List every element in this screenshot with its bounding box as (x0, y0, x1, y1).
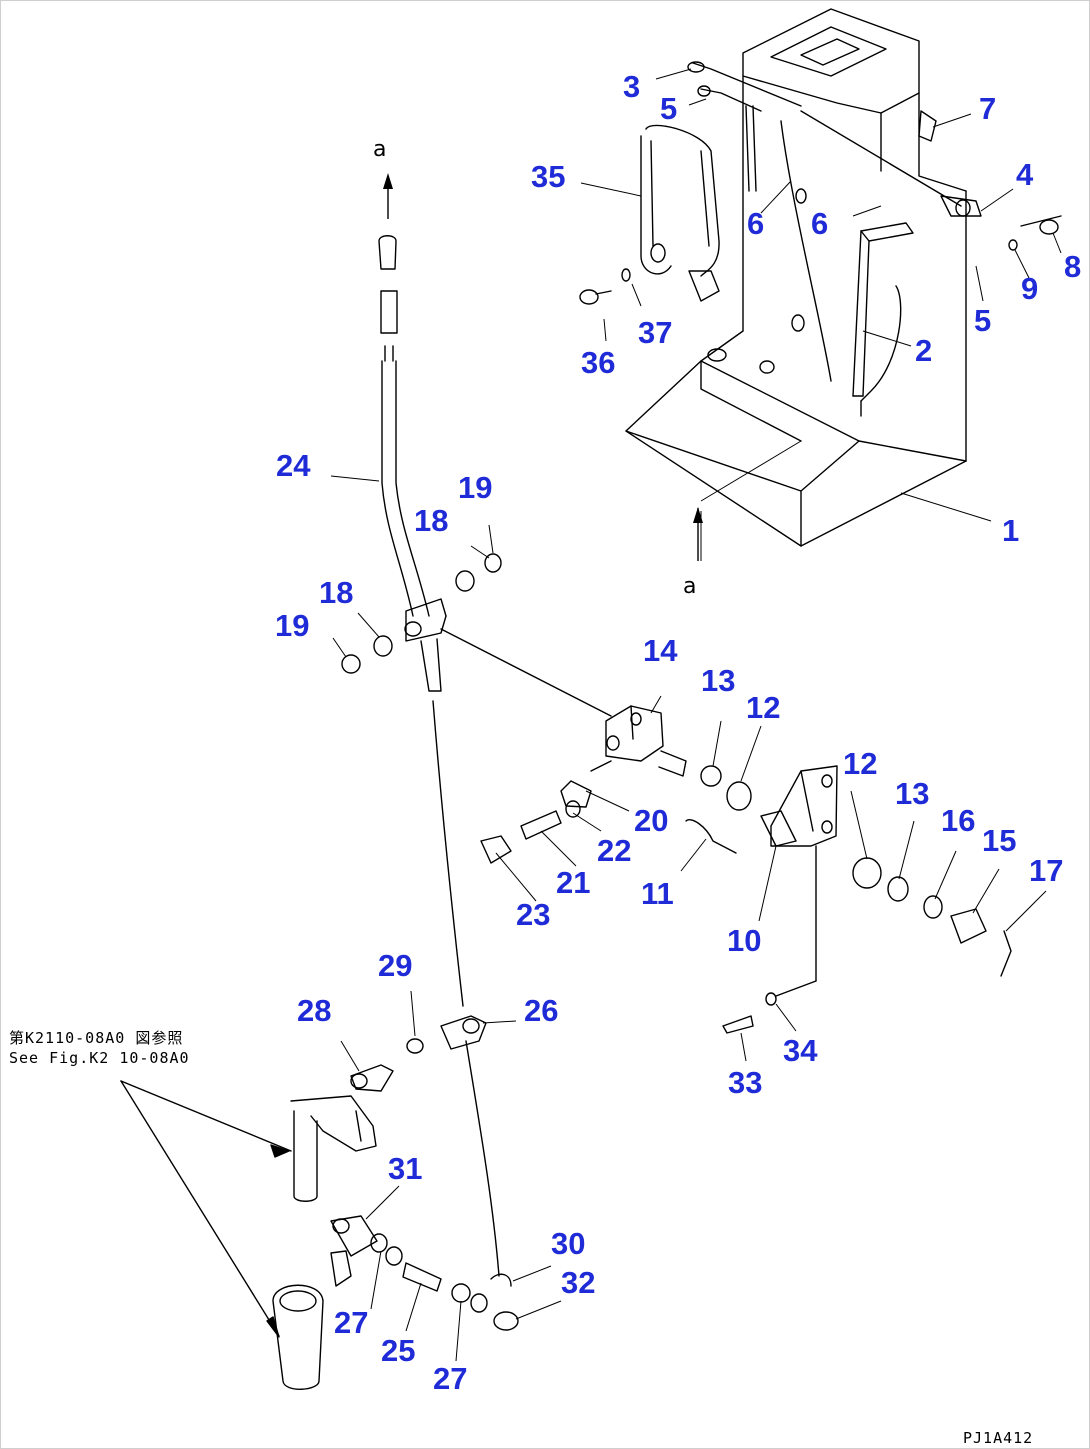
console-housing (625, 8, 967, 547)
leaders-low (340, 990, 562, 1362)
callout-2: 2 (915, 333, 932, 368)
callout-1: 1 (1002, 513, 1019, 548)
handle-2 (852, 222, 914, 397)
reference-en: See Fig.K2 10-08A0 (9, 1049, 190, 1067)
bracket-14 (440, 628, 752, 864)
callout-18-lower: 18 (319, 575, 353, 610)
lever-24 (378, 235, 464, 1007)
callout-14: 14 (643, 633, 678, 668)
callout-16: 16 (941, 803, 975, 838)
callout-13-left: 13 (701, 663, 735, 698)
callout-18-upper: 18 (414, 503, 448, 538)
callout-17: 17 (1029, 853, 1063, 888)
callout-27-bottom: 27 (433, 1361, 467, 1396)
callout-5-top: 5 (660, 91, 677, 126)
callout-4: 4 (1016, 157, 1034, 192)
pins-top (579, 61, 1062, 305)
callout-20: 20 (634, 803, 668, 838)
callout-19-upper: 19 (458, 470, 492, 505)
callout-22: 22 (597, 833, 631, 868)
callout-11: 11 (641, 876, 674, 911)
callout-31: 31 (388, 1151, 422, 1186)
callout-33: 33 (728, 1065, 762, 1100)
nuts-18-19 (341, 553, 502, 674)
callout-10: 10 (727, 923, 761, 958)
callout-13-right: 13 (895, 776, 929, 811)
callout-6-right: 6 (811, 206, 828, 241)
lower-linkage (120, 1015, 519, 1390)
callout-36: 36 (581, 345, 615, 380)
callout-28: 28 (297, 993, 331, 1028)
callout-26: 26 (524, 993, 558, 1028)
callout-32: 32 (561, 1265, 595, 1300)
callout-37: 37 (638, 315, 672, 350)
drawing-code: PJ1A412 (963, 1429, 1033, 1447)
callout-15: 15 (982, 823, 1016, 858)
callout-25: 25 (381, 1333, 415, 1368)
callout-34: 34 (783, 1033, 818, 1068)
callout-9: 9 (1021, 271, 1038, 306)
callout-6-left: 6 (747, 206, 764, 241)
callout-35: 35 (531, 159, 565, 194)
arrow-up-top (383, 173, 393, 219)
reference-jp: 第K2110-08A0 図参照 (9, 1029, 183, 1047)
bracket-10 (722, 765, 1012, 1034)
callout-12-right: 12 (843, 746, 877, 781)
callout-29: 29 (378, 948, 412, 983)
callout-5-side: 5 (974, 303, 991, 338)
callout-3: 3 (623, 69, 640, 104)
callout-19-lower: 19 (275, 608, 309, 643)
callout-21: 21 (556, 865, 590, 900)
arrow-up-bottom (693, 507, 703, 561)
callout-8: 8 (1064, 249, 1081, 284)
callout-labels: 1 2 3 4 5 5 6 6 7 8 9 10 11 12 12 13 13 … (275, 69, 1081, 1396)
callout-23: 23 (516, 897, 550, 932)
handle-35 (640, 124, 720, 302)
mark-a-top: a (373, 137, 386, 162)
callout-27-left: 27 (334, 1305, 368, 1340)
callout-24: 24 (276, 448, 311, 483)
callout-7: 7 (979, 91, 996, 126)
leaders-mid (330, 475, 1047, 1062)
mark-a-bottom: a (683, 574, 696, 599)
callout-30: 30 (551, 1226, 585, 1261)
callout-12-left: 12 (746, 690, 780, 725)
